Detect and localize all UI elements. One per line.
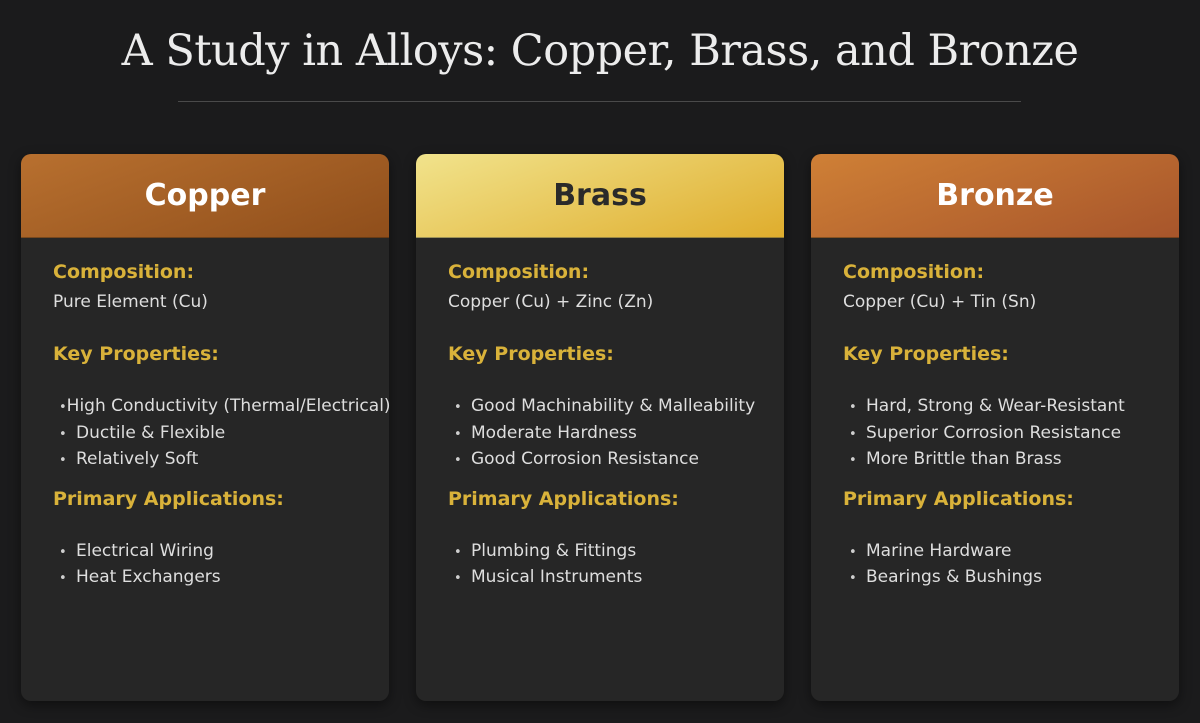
list-item: • Hard, Strong & Wear-Resistant <box>843 394 1179 421</box>
list-item-text: Superior Corrosion Resistance <box>866 422 1122 443</box>
list-item-text: Bearings & Bushings <box>866 567 1042 587</box>
list-item: • Bearings & Bushings <box>843 565 1179 592</box>
properties-list: •High Conductivity (Thermal/Electrical) … <box>53 394 391 474</box>
title-divider <box>178 101 1021 102</box>
list-item-text: Good Corrosion Resistance <box>471 449 699 469</box>
card-brass: Brass Composition: Copper (Cu) + Zinc (Z… <box>416 154 784 701</box>
card-body-brass: Composition: Copper (Cu) + Zinc (Zn) Key… <box>416 238 784 592</box>
bullet-icon: • <box>454 571 462 586</box>
page-title: A Study in Alloys: Copper, Brass, and Br… <box>121 26 1079 76</box>
composition-value: Pure Element (Cu) <box>53 292 208 312</box>
applications-list: • Marine Hardware • Bearings & Bushings <box>843 539 1179 592</box>
primary-applications-heading: Primary Applications: <box>448 487 679 510</box>
list-item-text: More Brittle than Brass <box>866 449 1062 469</box>
applications-list: • Plumbing & Fittings • Musical Instrument… <box>448 539 784 592</box>
primary-applications-heading: Primary Applications: <box>53 487 284 510</box>
bullet-icon: • <box>59 544 67 560</box>
list-item: • Electrical Wiring <box>53 539 389 566</box>
bullet-icon: • <box>849 544 857 560</box>
list-item-text: Electrical Wiring <box>76 540 214 561</box>
card-header-copper: Copper <box>21 154 389 238</box>
properties-list: • Hard, Strong & Wear-Resistant • Superior… <box>843 394 1179 474</box>
bullet-icon: • <box>849 571 857 586</box>
list-item-text: Good Machinability & Malleability <box>471 396 756 416</box>
card-body-bronze: Composition: Copper (Cu) + Tin (Sn) Key … <box>811 238 1179 592</box>
list-item-text: Musical Instruments <box>471 567 643 587</box>
key-properties-heading: Key Properties: <box>843 343 1009 365</box>
list-item: • Plumbing & Fittings <box>448 539 784 566</box>
list-item-text: High Conductivity (Thermal/Electrical) <box>66 396 391 416</box>
list-item-text: Relatively Soft <box>76 449 199 469</box>
bullet-icon: • <box>454 453 462 468</box>
key-properties-heading: Key Properties: <box>53 343 219 365</box>
properties-list: • Good Machinability & Malleability • Mode… <box>448 394 784 474</box>
bullet-icon: • <box>59 571 67 586</box>
bullet-icon: • <box>849 400 857 415</box>
card-copper: Copper Composition: Pure Element (Cu) Ke… <box>21 154 391 701</box>
list-item: • Superior Corrosion Resistance <box>843 421 1179 448</box>
key-properties-heading: Key Properties: <box>448 343 614 365</box>
list-item-text: Hard, Strong & Wear-Resistant <box>866 396 1125 416</box>
composition-value: Copper (Cu) + Tin (Sn) <box>843 292 1037 312</box>
bullet-icon: • <box>454 426 462 442</box>
bullet-icon: • <box>849 426 857 442</box>
list-item-text: Heat Exchangers <box>76 567 221 587</box>
list-item: • Ductile & Flexible <box>53 421 389 448</box>
list-item: • More Brittle than Brass <box>843 447 1179 474</box>
bullet-icon: • <box>454 544 462 560</box>
bullet-icon: • <box>454 400 462 415</box>
composition-heading: Composition: <box>843 261 985 283</box>
list-item: • Good Machinability & Malleability <box>448 394 784 421</box>
card-body-copper: Composition: Pure Element (Cu) Key Prope… <box>21 238 391 592</box>
list-item: • Musical Instruments <box>448 565 784 592</box>
bullet-icon: • <box>59 400 67 415</box>
applications-list: • Electrical Wiring • Heat Exchangers <box>53 539 389 592</box>
list-item-text: Ductile & Flexible <box>76 422 226 443</box>
list-item: • Good Corrosion Resistance <box>448 447 784 474</box>
bullet-icon: • <box>59 453 67 468</box>
composition-value: Copper (Cu) + Zinc (Zn) <box>448 292 654 312</box>
composition-heading: Composition: <box>53 261 195 283</box>
card-header-bronze: Bronze <box>811 154 1179 238</box>
list-item-text: Marine Hardware <box>866 540 1012 561</box>
primary-applications-heading: Primary Applications: <box>843 487 1074 510</box>
list-item: • Relatively Soft <box>53 447 389 474</box>
bullet-icon: • <box>59 426 67 442</box>
composition-heading: Composition: <box>448 261 590 283</box>
card-bronze: Bronze Composition: Copper (Cu) + Tin (S… <box>811 154 1179 701</box>
bullet-icon: • <box>849 453 857 468</box>
list-item: • Heat Exchangers <box>53 565 389 592</box>
list-item-text: Plumbing & Fittings <box>471 540 637 561</box>
list-item: • Marine Hardware <box>843 539 1179 566</box>
list-item-text: Moderate Hardness <box>471 422 637 443</box>
card-header-brass: Brass <box>416 154 784 238</box>
list-item: •High Conductivity (Thermal/Electrical) <box>53 394 391 421</box>
list-item: • Moderate Hardness <box>448 421 784 448</box>
